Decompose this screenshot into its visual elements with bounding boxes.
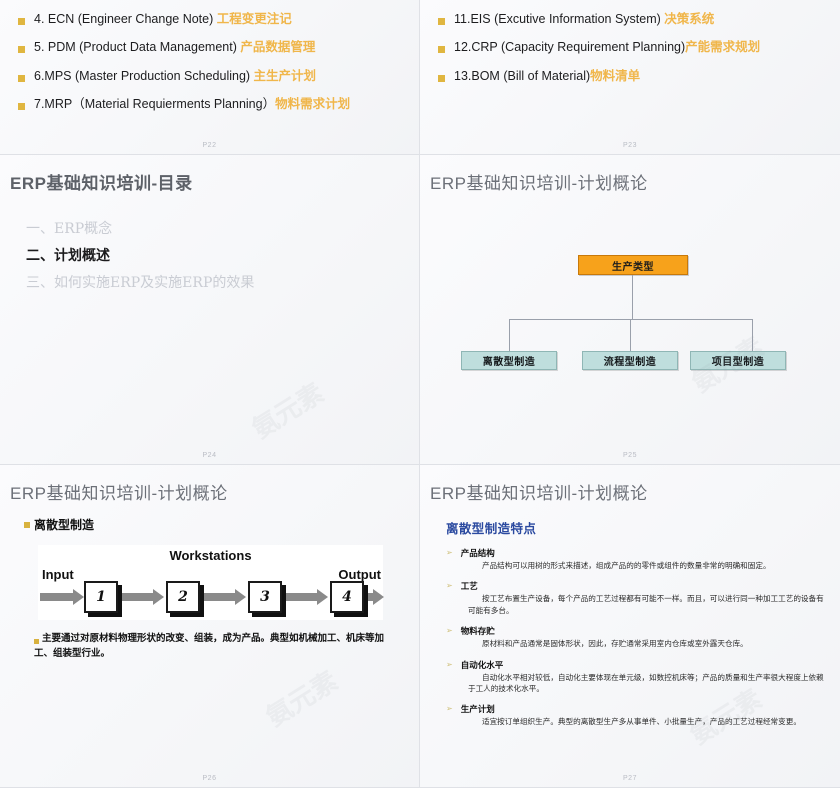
slide-p26[interactable]: ERP基础知识培训-计划概论 离散型制造 Workstations Input … (0, 465, 420, 788)
diagram-caption: 主要通过对原材料物理形状的改变、组装，成为产品。典型如机械加工、机床等加工、组装… (34, 632, 386, 661)
chart-node-leaf-1: 离散型制造 (461, 351, 557, 370)
page-number: P24 (202, 452, 217, 459)
page-title: ERP基础知识培训-目录 (10, 174, 193, 193)
list-item: 13.BOM (Bill of Material)物料清单 (438, 67, 826, 83)
station-box-2: 2 (166, 581, 200, 613)
toc-item-3[interactable]: 三、如何实施ERP及实施ERP的效果 (26, 275, 255, 291)
chart-connector-horizontal (509, 319, 753, 320)
square-bullet-icon (34, 639, 39, 644)
bullet-list-p23: 11.EIS (Excutive Information System) 决策系… (420, 0, 840, 83)
station-box-4: 4 (330, 581, 364, 613)
arrow-icon (40, 589, 84, 605)
page-number: P25 (623, 452, 637, 459)
list-item: 7.MRP（Material Requierments Planning）物料需… (18, 96, 405, 112)
feature-item: ➢ 自动化水平 自动化水平相对较低，自动化主要体现在单元级，如数控机床等；产品的质… (446, 659, 826, 695)
table-of-contents: 一、ERP概念 二、计划概述 三、如何实施ERP及实施ERP的效果 (0, 194, 419, 292)
page-number: P27 (623, 775, 637, 782)
slide-p22[interactable]: 4. ECN (Engineer Change Note) 工程变更注记 5. … (0, 0, 420, 155)
feature-item: ➢ 产品结构 产品结构可以用树的形式来描述，组成产品的的零件或组件的数量非常的明确… (446, 547, 826, 571)
square-bullet-icon (438, 46, 445, 54)
station-box-3: 3 (248, 581, 282, 613)
arrow-icon (368, 589, 384, 605)
feature-item: ➢ 生产计划 适宜按订单组织生产。典型的离散型生产多从事单件、小批量生产，产品的工… (446, 703, 826, 727)
section-bullet: 离散型制造 (0, 504, 419, 533)
feature-item: ➢ 工艺 按工艺布置生产设备，每个产品的工艺过程都有可能不一样。而且，可以进行同一… (446, 580, 826, 616)
diagram-input-label: Input (42, 567, 74, 582)
list-item-label: 7.MRP（Material Requierments Planning）物料需… (34, 96, 351, 112)
page-number: P26 (202, 775, 217, 782)
arrow-icon (122, 589, 164, 605)
toc-item-2[interactable]: 二、计划概述 (26, 248, 110, 264)
feature-list: ➢ 产品结构 产品结构可以用树的形式来描述，组成产品的的零件或组件的数量非常的明确… (420, 537, 840, 728)
chart-connector-leaf-1 (509, 319, 510, 351)
list-item-label: 11.EIS (Excutive Information System) 决策系… (454, 11, 715, 26)
feature-body: 自动化水平相对较低，自动化主要体现在单元级，如数控机床等；产品的质量和生产率很大… (468, 672, 824, 693)
feature-body: 原材料和产品通常是固体形状，因此，存贮通常采用室内仓库或室外露天仓库。 (482, 639, 748, 649)
page-title: ERP基础知识培训-计划概论 (430, 484, 648, 503)
section-bullet-label: 离散型制造 (34, 518, 95, 532)
chevron-right-icon: ➢ (446, 581, 453, 591)
list-item-label: 6.MPS (Master Production Scheduling) 主生产… (34, 67, 317, 83)
org-chart: 生产类型 离散型制造 流程型制造 项目型制造 (420, 194, 840, 444)
arrow-icon (204, 589, 246, 605)
feature-body: 适宜按订单组织生产。典型的离散型生产多从事单件、小批量生产，产品的工艺过程经常变… (482, 717, 801, 727)
chart-node-leaf-2: 流程型制造 (582, 351, 678, 370)
page-number: P22 (202, 142, 217, 149)
toc-item-1[interactable]: 一、ERP概念 (26, 221, 113, 237)
square-bullet-icon (18, 18, 25, 25)
slide-p23[interactable]: 11.EIS (Excutive Information System) 决策系… (420, 0, 840, 155)
chart-node-root: 生产类型 (578, 255, 688, 275)
watermark: 氨元素 (247, 378, 330, 446)
feature-body: 按工艺布置生产设备，每个产品的工艺过程都有可能不一样。而且，可以进行同一种加工工… (468, 594, 824, 615)
slide-p25[interactable]: ERP基础知识培训-计划概论 生产类型 离散型制造 流程型制造 项目型制造 氨元… (420, 155, 840, 465)
arrow-icon (286, 589, 328, 605)
list-item: 5. PDM (Product Data Management) 产品数据管理 (18, 40, 405, 54)
feature-title: 物料存贮 (460, 627, 495, 638)
square-bullet-icon (18, 74, 25, 82)
list-item: 6.MPS (Master Production Scheduling) 主生产… (18, 67, 405, 83)
feature-title: 自动化水平 (460, 660, 504, 671)
list-item: 12.CRP (Capacity Requirement Planning)产能… (438, 40, 826, 54)
chevron-right-icon: ➢ (446, 659, 453, 669)
chevron-right-icon: ➢ (446, 548, 453, 557)
section-heading: 离散型制造特点 (446, 521, 537, 536)
feature-title: 工艺 (460, 582, 478, 593)
square-bullet-icon (18, 103, 25, 111)
square-bullet-icon (438, 18, 445, 25)
slide-p24[interactable]: ERP基础知识培训-目录 一、ERP概念 二、计划概述 三、如何实施ERP及实施… (0, 155, 420, 465)
list-item-label: 4. ECN (Engineer Change Note) 工程变更注记 (34, 11, 292, 26)
square-bullet-icon (24, 521, 30, 528)
chart-node-leaf-3: 项目型制造 (690, 351, 786, 370)
chart-connector-leaf-3 (752, 319, 753, 351)
page-number: P23 (623, 142, 637, 149)
chart-connector-vertical-root (632, 275, 633, 319)
list-item: 11.EIS (Excutive Information System) 决策系… (438, 11, 826, 26)
slide-p27[interactable]: ERP基础知识培训-计划概论 离散型制造特点 ➢ 产品结构 产品结构可以用树的形式… (420, 465, 840, 788)
bullet-list-p22: 4. ECN (Engineer Change Note) 工程变更注记 5. … (0, 0, 419, 112)
square-bullet-icon (18, 46, 25, 54)
watermark: 氨元素 (261, 666, 344, 734)
feature-body: 产品结构可以用树的形式来描述，组成产品的的零件或组件的数量非常的明确和固定。 (482, 561, 771, 570)
page-title: ERP基础知识培训-计划概论 (430, 174, 648, 193)
diagram-caption-text: 主要通过对原材料物理形状的改变、组装，成为产品。典型如机械加工、机床等加工、组装… (34, 633, 385, 659)
list-item: 4. ECN (Engineer Change Note) 工程变更注记 (18, 11, 405, 26)
chart-connector-leaf-2 (630, 319, 631, 351)
list-item-label: 13.BOM (Bill of Material)物料清单 (454, 67, 641, 83)
list-item-label: 5. PDM (Product Data Management) 产品数据管理 (34, 39, 316, 55)
workstations-diagram: Workstations Input Output 1 2 3 4 (38, 545, 384, 620)
square-bullet-icon (438, 74, 445, 82)
station-box-1: 1 (84, 581, 118, 613)
diagram-title: Workstations (169, 548, 252, 563)
feature-title: 生产计划 (460, 705, 495, 716)
chevron-right-icon: ➢ (446, 626, 453, 636)
list-item-label: 12.CRP (Capacity Requirement Planning)产能… (454, 39, 761, 55)
diagram-output-label: Output (338, 567, 381, 582)
chevron-right-icon: ➢ (446, 704, 453, 714)
page-title: ERP基础知识培训-计划概论 (10, 484, 228, 503)
feature-item: ➢ 物料存贮 原材料和产品通常是固体形状，因此，存贮通常采用室内仓库或室外露天仓库… (446, 625, 826, 649)
feature-title: 产品结构 (460, 549, 495, 559)
